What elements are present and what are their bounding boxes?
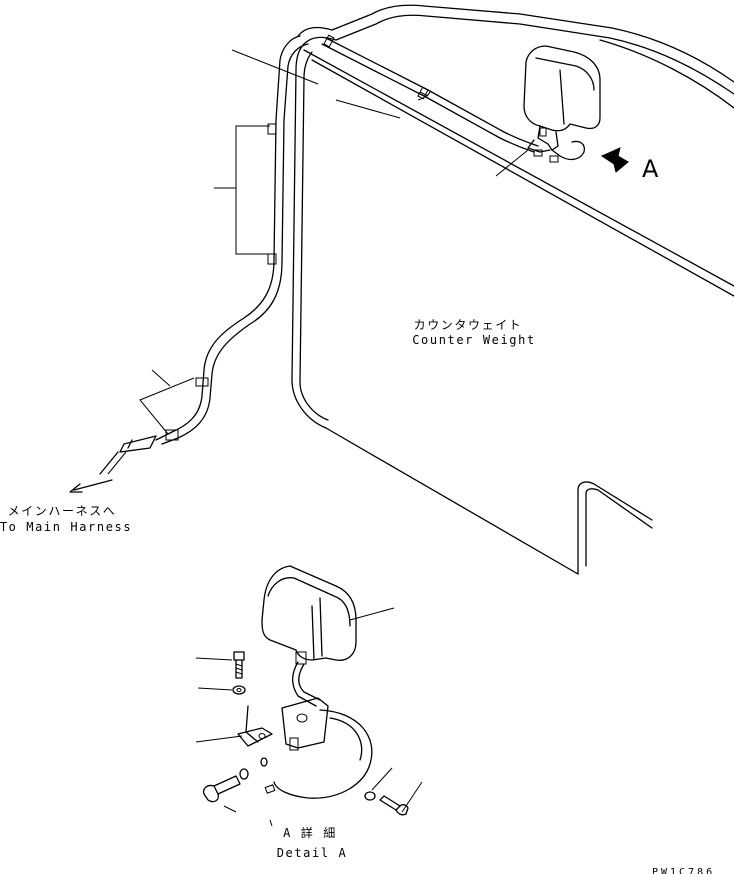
counter-weight-label-en: Counter Weight xyxy=(412,333,536,347)
counter-weight-outline xyxy=(291,4,734,575)
detail-a-label-jp: A 詳 細 xyxy=(283,826,337,840)
drawing-code: PW1C786 xyxy=(652,867,716,874)
leader-lines xyxy=(139,49,529,435)
wire-harness-top xyxy=(321,34,539,153)
wire-harness-side xyxy=(69,35,309,493)
counter-weight-label-jp: カウンタウェイト xyxy=(413,318,523,332)
detail-a-label-en: Detail A xyxy=(276,846,348,860)
detail-a-drawing xyxy=(195,565,423,827)
main-harness-label-jp: メインハーネスへ xyxy=(7,504,117,518)
view-a-letter: A xyxy=(642,155,659,183)
main-harness-label-en: To Main Harness xyxy=(0,520,133,534)
work-lamp xyxy=(523,45,629,173)
